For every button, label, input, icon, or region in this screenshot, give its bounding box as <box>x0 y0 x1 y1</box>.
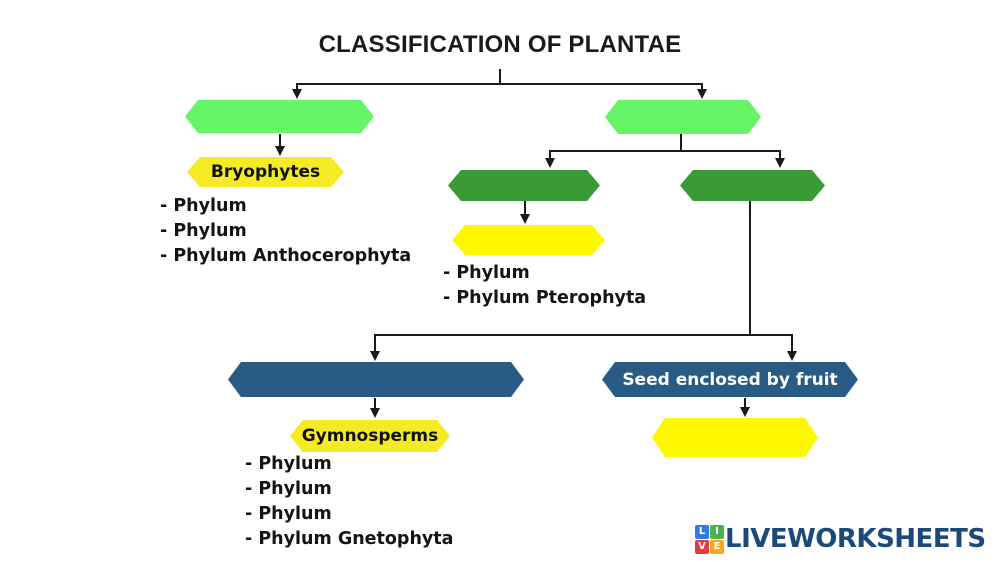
list-item: - Phylum <box>443 263 530 283</box>
logo-square-e: E <box>710 539 724 554</box>
liveworksheets-wordmark: LIVEWORKSHEETS <box>725 524 986 554</box>
list-item: - Phylum <box>160 221 247 241</box>
list-item: - Phylum Anthocerophyta <box>160 246 412 266</box>
list-item: - Phylum <box>245 479 332 499</box>
gymnosperm-phylum-list: - Phylum - Phylum - Phylum - Phylum Gnet… <box>245 452 453 552</box>
hexagon-gymnosperms-label: Gymnosperms <box>290 420 450 452</box>
list-item: - Phylum <box>160 196 247 216</box>
hexagon-ferns-blank[interactable] <box>452 225 605 255</box>
bryophyte-phylum-list: - Phylum - Phylum - Phylum Anthocerophyt… <box>160 194 411 269</box>
list-item: - Phylum <box>245 504 332 524</box>
hexagon-bryophytes-label: Bryophytes <box>187 157 344 187</box>
fern-phylum-list: - Phylum - Phylum Pterophyta <box>443 261 646 311</box>
hexagon-vascular-left-blank[interactable] <box>448 170 600 201</box>
logo-square-i: I <box>710 524 724 539</box>
hexagon-division-left-blank[interactable] <box>185 100 374 133</box>
page-title: CLASSIFICATION OF PLANTAE <box>318 31 682 58</box>
list-item: - Phylum Gnetophyta <box>245 529 454 549</box>
hexagon-division-right-blank[interactable] <box>605 100 761 134</box>
logo-square-l: L <box>695 524 709 539</box>
hexagon-seed-enclosed-label: Seed enclosed by fruit <box>602 362 858 397</box>
list-item: - Phylum Pterophyta <box>443 288 647 308</box>
hexagon-vascular-right-blank[interactable] <box>680 170 825 201</box>
list-item: - Phylum <box>245 454 332 474</box>
logo-square-v: V <box>695 539 709 554</box>
liveworksheets-logo[interactable]: L I V E LIVEWORKSHEETS <box>695 524 986 554</box>
liveworksheets-logo-icon: L I V E <box>695 524 724 554</box>
hexagon-seed-not-enclosed-blank[interactable] <box>228 362 524 397</box>
hexagon-angiosperms-blank[interactable] <box>652 418 818 457</box>
